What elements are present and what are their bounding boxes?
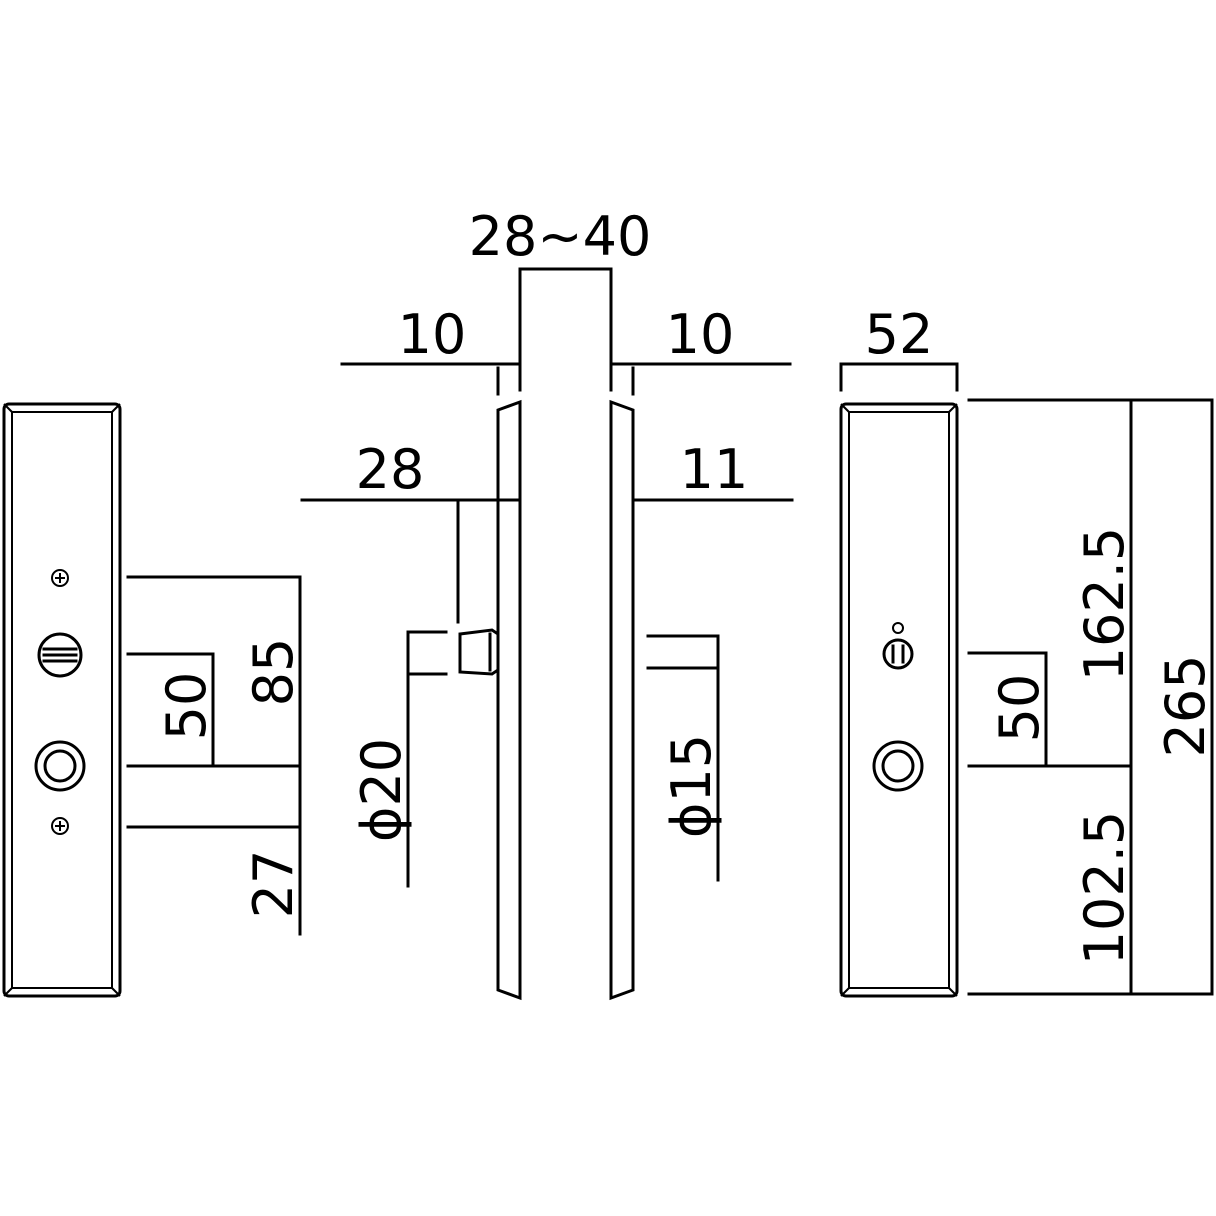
left-plate-outline	[2, 402, 122, 998]
emergency-release-icon	[882, 622, 914, 670]
left-plate-bevel	[11, 411, 113, 989]
dim-plate-width: 52	[865, 303, 934, 366]
dim-turn-diameter: ϕ20	[350, 738, 413, 842]
dim-emergency-diameter: ϕ15	[660, 734, 723, 838]
dim-screw-to-cylinder: 85	[242, 638, 305, 707]
upper-screw-icon	[51, 569, 69, 587]
dim-upper-length: 162.5	[1073, 527, 1136, 682]
right-plate-bevel	[848, 411, 950, 989]
right-cylinder-icon	[872, 740, 924, 792]
lower-screw-icon	[51, 817, 69, 835]
thumbturn-icon	[37, 632, 83, 678]
dim-turn-to-cylinder-left: 50	[155, 672, 218, 741]
dim-lower-length: 102.5	[1073, 811, 1136, 966]
left-plate-view: 50 85 27	[2, 402, 305, 998]
left-rose-profile	[496, 399, 522, 1001]
thumbturn-knob-profile	[458, 628, 500, 676]
dim-thumbturn-projection: 28	[356, 438, 425, 501]
dim-emergency-projection: 11	[680, 438, 749, 501]
right-plate-view: 52 50 162.5 102.5 265	[839, 303, 1216, 998]
dim-rose-right-thickness: 10	[666, 303, 735, 366]
right-plate-outline	[839, 402, 959, 998]
dim-cylinder-to-lower-screw: 27	[242, 850, 305, 919]
dim-rose-left-thickness: 10	[398, 303, 467, 366]
dim-overall-length: 265	[1154, 654, 1216, 757]
dim-turn-to-cylinder-right: 50	[988, 674, 1051, 743]
right-rose-profile	[609, 399, 635, 1001]
cylinder-icon	[34, 740, 86, 792]
side-section-view: 28~40 10 10 28 11 ϕ20 ϕ15	[300, 205, 794, 1001]
dim-spindle-range: 28~40	[469, 205, 652, 268]
